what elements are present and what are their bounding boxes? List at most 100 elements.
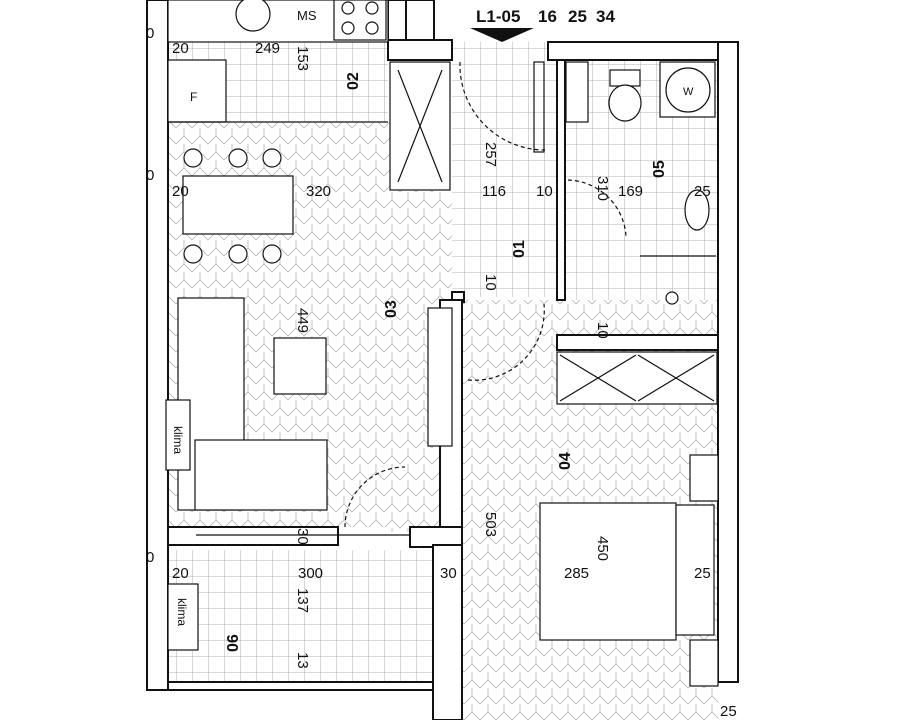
wardrobe-bedroom [556,351,718,405]
washer-label: W [683,86,694,98]
hall-doors [459,61,546,381]
wall-east-outer [717,41,739,683]
dim-449: 449 [294,308,311,333]
chair-6 [262,244,282,264]
dim-10-b: 10 [482,274,499,291]
ac-unit-terrace [167,583,199,651]
dim-169: 169 [618,183,643,200]
wall-north-bath [547,41,739,61]
dim-25-b: 25 [694,565,711,582]
dim-30-a: 30 [294,528,311,545]
wall-bath-south [556,334,719,351]
bedroom-door-swing [467,303,545,381]
dim-137: 137 [294,588,311,613]
dim-300: 300 [298,565,323,582]
burner-1 [341,1,355,15]
dim-503: 503 [482,512,499,537]
dim-320: 320 [306,183,331,200]
sofa-seat [194,439,328,511]
dim-285: 285 [564,565,589,582]
unit-extra-2: 25 [568,7,587,26]
plan-title: L1-05 16 25 34 [476,7,615,26]
wardrobe-hall-x2 [397,69,443,183]
dim-257: 257 [482,142,499,167]
wall-kitchen-east [387,0,407,41]
nightstand-2 [689,639,719,687]
entry-door-swing [459,61,546,151]
kitchen-fixtures [167,0,389,123]
tv-unit [427,307,453,447]
dim-13: 13 [294,652,311,669]
unit-id: L1-05 [476,7,520,26]
dim-20-a: 20 [172,40,189,57]
nightstand-1 [689,454,719,502]
dim-249: 249 [255,40,280,57]
dim-25-a: 25 [694,183,711,200]
room-02: 02 [345,72,362,90]
bath-door-swing [567,179,627,237]
room-01: 01 [511,240,528,258]
chair-1 [183,148,203,168]
wall-terrace-east [432,544,463,720]
wardrobe-bedroom-x2 [559,354,637,402]
burner-3 [341,21,355,35]
dim-450: 450 [594,536,611,561]
terrace-floor [168,550,433,685]
wall-terrace-south [167,681,434,691]
burner-2 [365,1,379,15]
chair-3 [262,148,282,168]
wall-living-south [167,526,339,546]
dim-0-b: 0 [146,167,154,184]
ac-living-label: klima [171,426,185,454]
dimension-labels: 0 0 0 20 249 153 20 320 449 30 20 300 13… [146,25,737,720]
bed [539,502,677,641]
chair-4 [183,244,203,264]
terrace-fixtures [167,534,410,651]
fixture-labels: MS F klima klima W [171,8,694,626]
wall-north-kitchen-cab [405,0,435,41]
chair-2 [228,148,248,168]
room-03: 03 [383,300,400,318]
toilet-bowl [608,84,642,122]
coffee-table [273,337,327,395]
ac-unit-living [165,399,191,471]
unit-extra-3: 34 [596,7,615,26]
hall-floor [452,42,557,297]
shower-drain [665,291,679,305]
room-05: 05 [651,160,668,178]
dim-10-c: 10 [594,322,611,339]
kitchen-sink-bowl [235,0,271,32]
fridge-label: F [190,90,197,104]
dim-20-c: 20 [172,565,189,582]
bathroom-fixtures [565,61,716,305]
room-04: 04 [557,452,574,470]
wall-north-hall [387,39,453,61]
dim-153: 153 [294,46,311,71]
entry-arrow-icon [470,28,534,42]
dim-20-b: 20 [172,183,189,200]
washer-drum [665,67,711,113]
fridge-box [167,59,227,123]
unit-extra-1: 16 [538,7,557,26]
room-06: 06 [225,634,242,652]
dim-25-c: 25 [720,703,737,720]
pillow [675,504,715,636]
bedroom-furniture [539,351,719,687]
dim-0-c: 0 [146,549,154,566]
room-numbers: 01 02 03 04 05 06 [225,72,668,652]
dim-10-a: 10 [536,183,553,200]
ac-terrace-label: klima [175,598,189,626]
dim-116: 116 [482,183,506,200]
dining-table [182,175,294,235]
walls [146,0,739,720]
hall-closet [389,61,545,191]
wardrobe-bedroom-x4 [637,354,715,402]
wall-west-outer [146,0,169,691]
dim-310: 310 [594,176,611,201]
chair-5 [228,244,248,264]
dim-0-a: 0 [146,25,154,42]
dim-30-b: 30 [440,565,457,582]
boiler [565,61,589,123]
washbasin [684,189,710,231]
